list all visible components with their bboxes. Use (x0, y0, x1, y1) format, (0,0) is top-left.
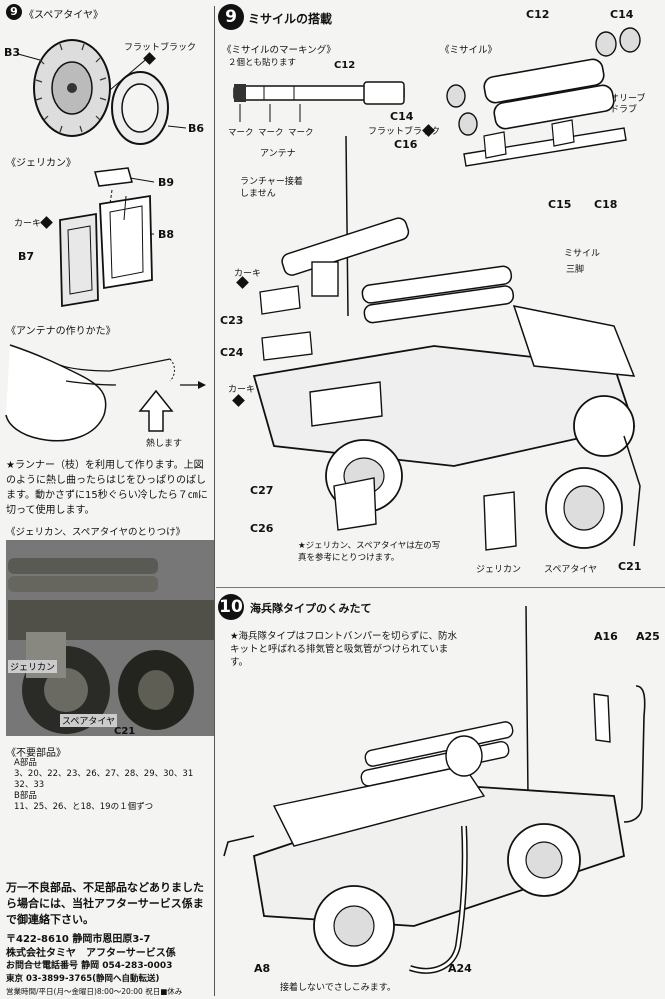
part-b3: B3 (4, 46, 21, 59)
part-c23: C23 (220, 314, 244, 327)
jerrycan-label: ジェリカン (476, 565, 522, 575)
part-b7: B7 (18, 250, 35, 263)
photo-label-spare: スペアタイヤ (60, 714, 118, 727)
part-b8: B8 (158, 228, 175, 241)
antenna-note: ★ランナー（枝）を利用して作ります。上図のように熱し曲ったらはじをひっぱりのばし… (6, 460, 208, 516)
part-c27: C27 (250, 484, 274, 497)
step-10-badge: 10 (218, 594, 244, 620)
antenna-hand-drawing (5, 344, 206, 442)
service-text: 万一不良部品、不足部品などありましたら場合には、当社アフターサービス係まで御連絡… (6, 881, 204, 926)
olive-drab-label: オリーブドラブ (610, 94, 646, 115)
hours: 営業時間/平日(月〜金曜日)8:00〜20:00 祝日■休み (6, 987, 183, 996)
spare-tire-drawing (17, 39, 187, 145)
antenna-title: 《アンテナの作りかた》 (6, 326, 116, 337)
marking-missile-drawing (233, 81, 405, 122)
khaki-label-2: カーキ (228, 385, 256, 395)
part-c21: C21 (618, 560, 642, 573)
step-10-note: ★海兵隊タイプはフロントバンパーを切らずに、防水キットと呼ばれる排気管と吸気管が… (230, 631, 458, 668)
part-a8: A8 (254, 962, 271, 975)
phone-shizuoka: お問合せ電話番号 静岡 054-283-0003 (6, 961, 173, 971)
mark-label: マーク (228, 128, 254, 138)
spare-tire-label: スペアタイヤ (544, 565, 598, 575)
unused-line: A部品 (14, 758, 37, 768)
photo-title: 《ジェリカン、スペアタイヤのとりつけ》 (6, 527, 186, 538)
right-column: 9 ミサイルの搭載 《ミサイルのマーキング》 ２個とも貼ります C12 マーク … (214, 0, 665, 999)
jeep-step9-drawing (252, 135, 641, 551)
step-number-badge: 9 (6, 4, 22, 20)
part-c26: C26 (250, 522, 274, 535)
left-column: 9 《スペアタイヤ》 B3 フラットブラック B6 《ジェリカン》 B9 B8 (0, 0, 214, 999)
step-9-title: ミサイルの搭載 (248, 12, 333, 26)
tripod-label: 三脚 (566, 265, 585, 275)
launcher-note: ランチャー接着しません (240, 177, 303, 199)
part-a24: A24 (448, 962, 472, 975)
photo-label-c21: C21 (114, 726, 136, 737)
missile-parts-drawing (446, 27, 641, 167)
unused-parts-title: 《不要部品》 (6, 748, 66, 759)
step-9-badge: 9 (218, 4, 244, 30)
marking-note: ２個とも貼ります (228, 58, 297, 68)
flat-black-label: フラットブラック (124, 43, 197, 53)
part-a16: A16 (594, 630, 618, 643)
mark-label: マーク (288, 128, 314, 138)
column-divider (214, 6, 215, 996)
part-c16: C16 (394, 138, 418, 151)
unused-parts-list: A部品 3、20、22、23、26、27、28、29、30、31 32、33 B… (14, 758, 210, 813)
part-b6: B6 (188, 122, 205, 135)
section-divider (216, 587, 665, 588)
photo-label-jerrycan: ジェリカン (8, 660, 58, 673)
part-c18: C18 (594, 198, 618, 211)
part-c12: C12 (526, 8, 550, 21)
address: 〒422-8610 静岡市恩田原3-7 (6, 934, 151, 945)
marking-title: 《ミサイルのマーキング》 (222, 45, 336, 56)
part-a25: A25 (636, 630, 660, 643)
reference-photo (6, 540, 214, 736)
part-b9: B9 (158, 176, 175, 189)
missile-title: 《ミサイル》 (440, 45, 498, 56)
marking-c12: C12 (334, 60, 356, 71)
unused-line: 32、33 (14, 780, 45, 790)
jerrycan-title: 《ジェリカン》 (6, 158, 76, 169)
phone-tokyo: 東京 03-3899-3765(静岡へ自動転送) (6, 974, 160, 984)
flat-black-label: フラットブラック (368, 127, 441, 137)
bottom-note: 接着しないでさしこみます。 (280, 983, 396, 993)
part-c14-left: C14 (390, 110, 414, 123)
photo-shapes (6, 540, 214, 736)
company: 株式会社タミヤ アフターサービス係 (6, 948, 176, 959)
jerrycan-drawing (59, 167, 155, 308)
khaki-label-1: カーキ (234, 269, 262, 279)
mark-label: マーク (258, 128, 284, 138)
part-c24: C24 (220, 346, 244, 359)
part-c15: C15 (548, 198, 572, 211)
missile-label: ミサイル (564, 249, 601, 259)
spare-tire-title: 《スペアタイヤ》 (24, 10, 103, 21)
step-10-title: 海兵隊タイプのくみたて (250, 602, 372, 615)
heat-label: 熱します (146, 439, 183, 449)
unused-line: B部品 (14, 791, 37, 801)
photo-note: ★ジェリカン、スペアタイヤは左の写真を参考にとりつけます。 (298, 541, 441, 563)
part-c14-top: C14 (610, 8, 634, 21)
unused-line: 3、20、22、23、26、27、28、29、30、31 (14, 769, 194, 779)
antenna-label: アンテナ (260, 149, 296, 159)
jeep-step10-drawing (223, 605, 646, 974)
khaki-label: カーキ (14, 219, 42, 229)
unused-line: 11、25、26、と18、19の１個ずつ (14, 802, 154, 812)
